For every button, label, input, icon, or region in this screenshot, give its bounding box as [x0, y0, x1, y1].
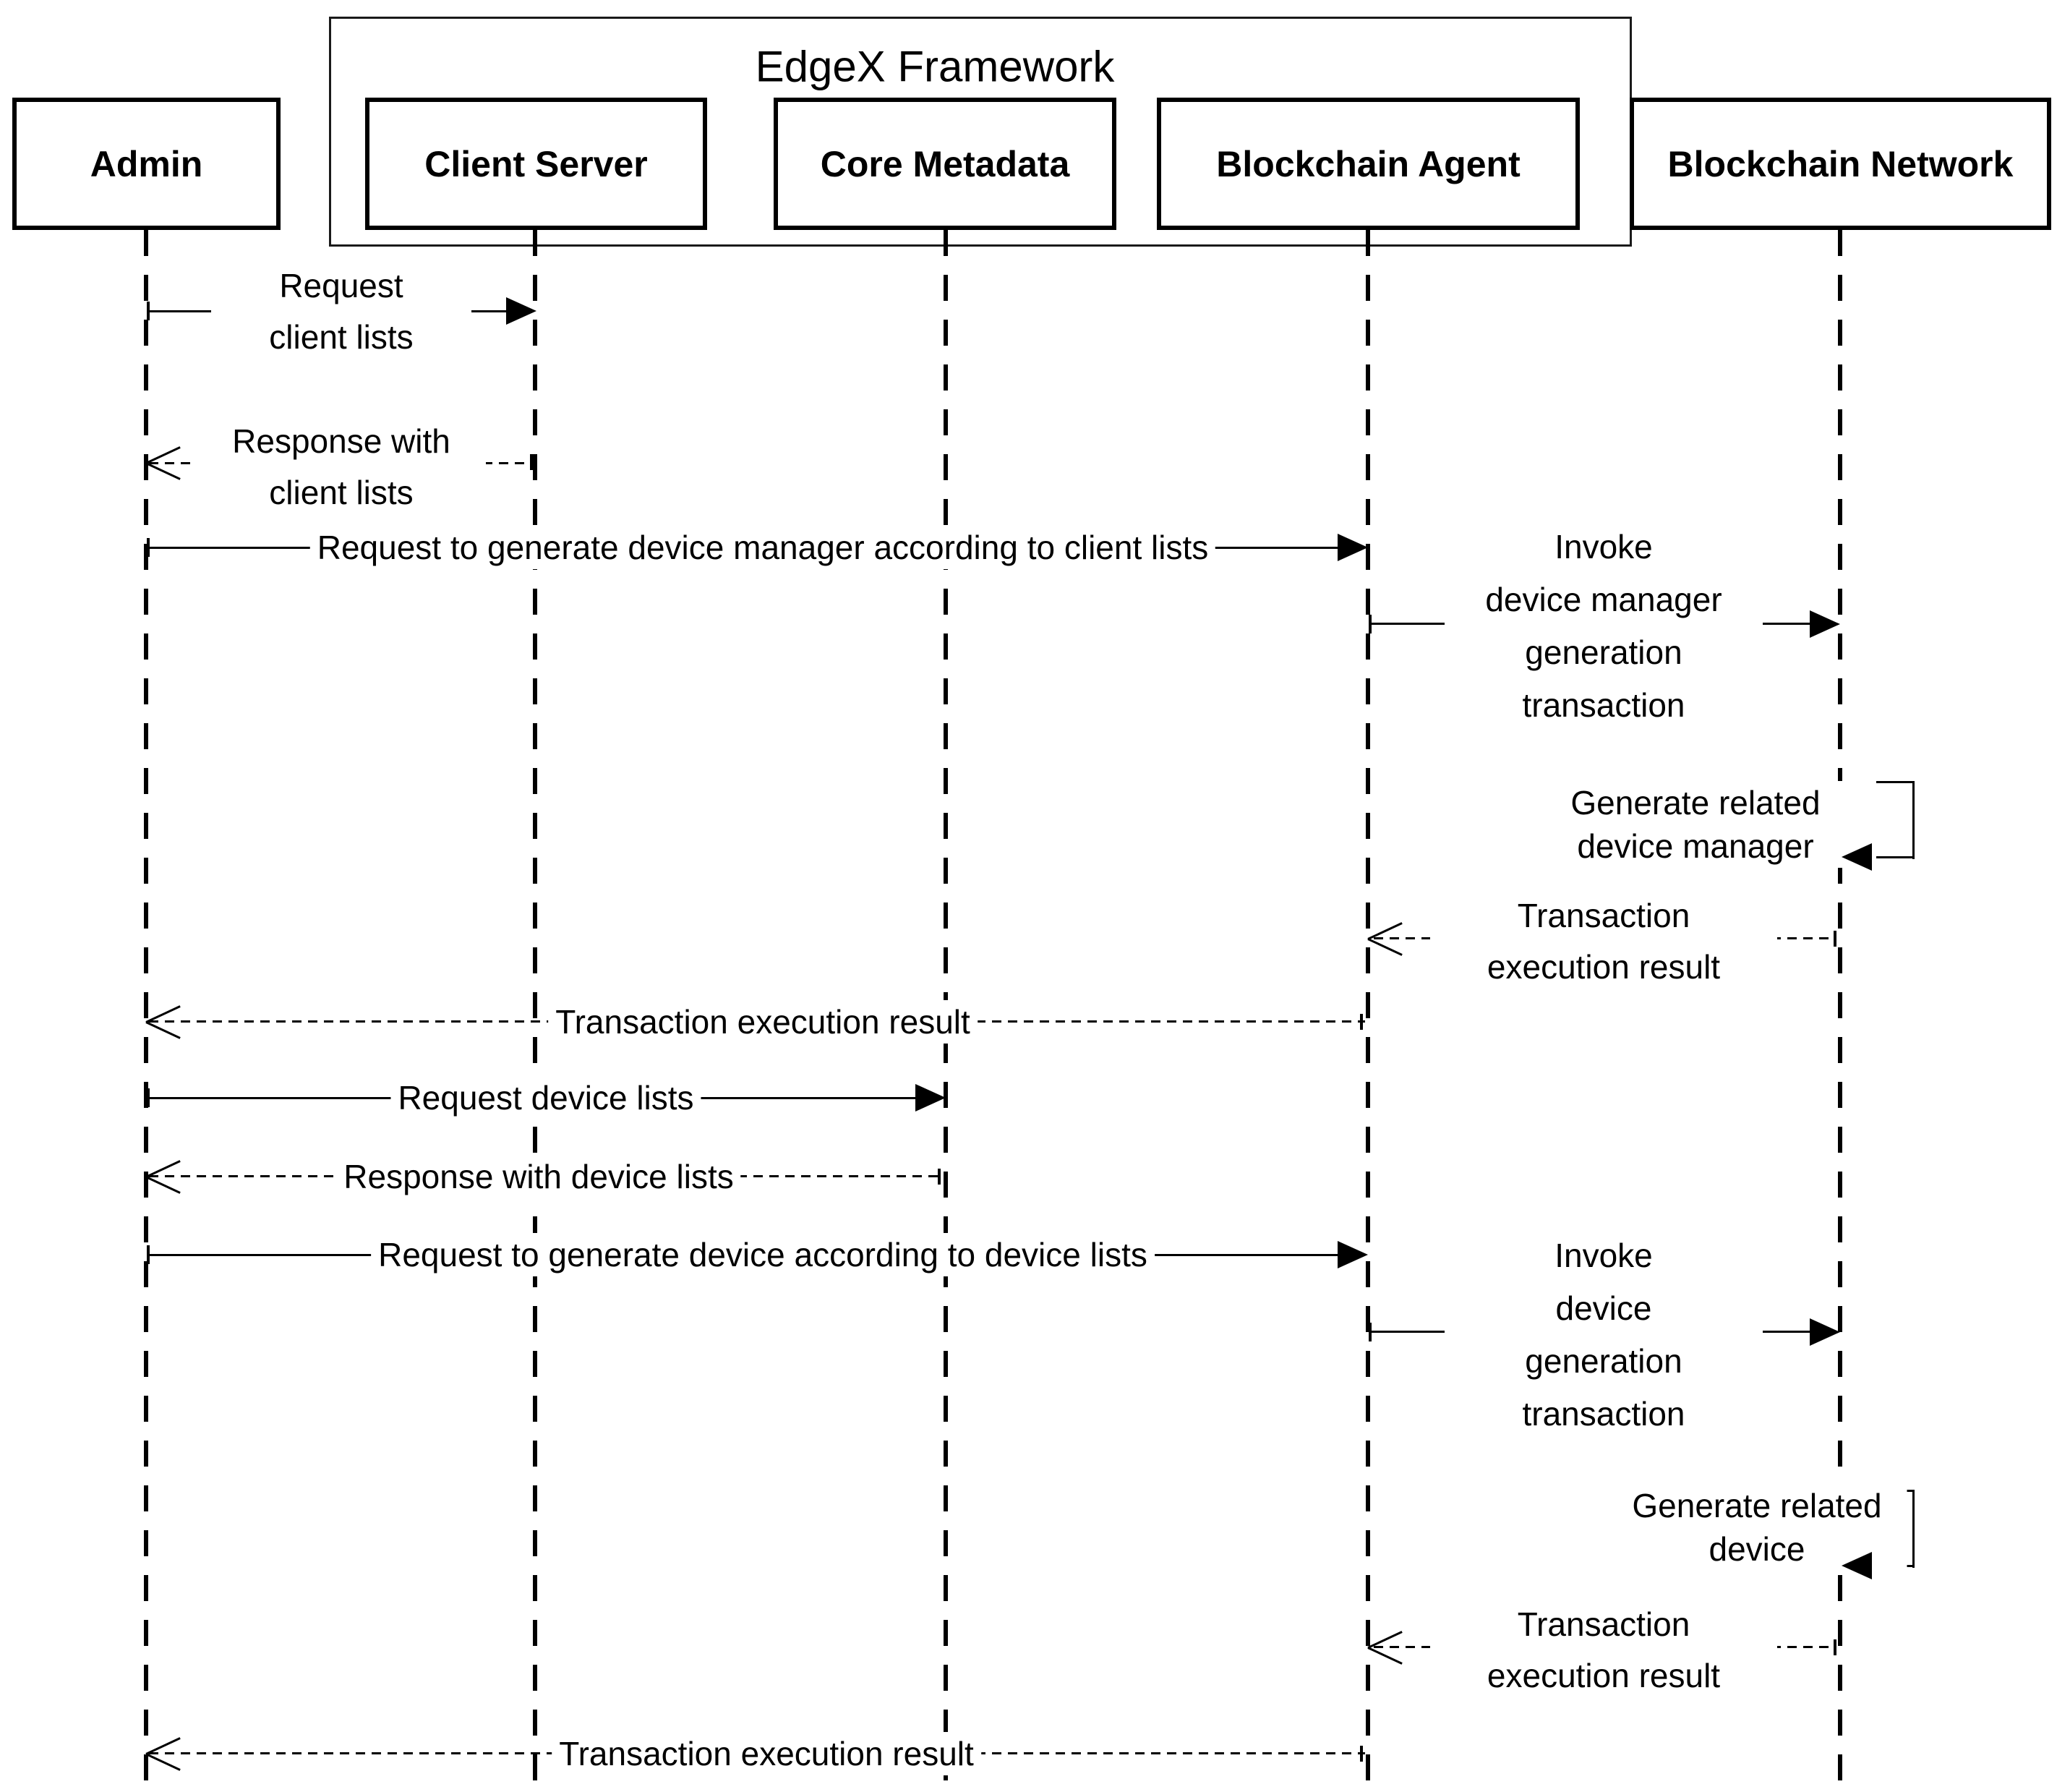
message-label-invoke-device-tx: Invoke device generation transaction [1445, 1229, 1763, 1441]
lifeline-blockchain-agent [1366, 230, 1370, 1792]
message-origin-tick [1360, 1746, 1363, 1762]
message-label-tx-result-network-agent-2: Transaction execution result [1430, 1599, 1777, 1702]
message-origin-tick [147, 1088, 150, 1107]
edgex-framework-title: EdgeX Framework [755, 42, 1115, 91]
lifeline-admin [144, 230, 148, 1792]
filled-arrowhead-icon [1338, 1241, 1368, 1268]
message-label-generate-related-device-manager: Generate related device manager [1515, 781, 1876, 868]
self-message-top-line [1842, 781, 1915, 783]
actor-core-metadata: Core Metadata [774, 98, 1116, 230]
arrowhead-barb [1367, 1646, 1403, 1665]
actor-blockchain-agent-label: Blockchain Agent [1216, 143, 1521, 184]
actor-client-server-label: Client Server [424, 143, 648, 184]
arrowhead-barb [145, 445, 181, 464]
message-origin-tick [1369, 1323, 1372, 1341]
message-label-request-client-lists: Request client lists [211, 260, 471, 363]
filled-arrowhead-icon [915, 1084, 946, 1112]
self-message-right-line [1912, 781, 1915, 859]
arrowhead-barb [145, 461, 181, 480]
actor-admin-label: Admin [90, 143, 203, 184]
message-origin-tick [1834, 1639, 1836, 1655]
actor-blockchain-network: Blockchain Network [1630, 98, 2051, 230]
filled-arrowhead-icon [1842, 843, 1872, 871]
arrowhead-barb [1367, 937, 1403, 956]
filled-arrowhead-icon [1810, 610, 1840, 638]
self-message-right-line [1912, 1490, 1915, 1568]
message-label-request-device-lists: Request device lists [390, 1076, 701, 1119]
self-message-bottom-line [1872, 856, 1915, 858]
actor-admin: Admin [12, 98, 281, 230]
arrowhead-barb [145, 1752, 181, 1771]
lifeline-blockchain-network [1838, 230, 1842, 1792]
message-label-generate-related-device: Generate related device [1607, 1484, 1907, 1571]
actor-core-metadata-label: Core Metadata [820, 143, 1070, 184]
filled-arrowhead-icon [1842, 1552, 1872, 1579]
arrowhead-barb [145, 1020, 181, 1039]
message-origin-tick [1369, 615, 1372, 633]
message-label-invoke-device-manager-tx: Invoke device manager generation transac… [1445, 521, 1763, 732]
arrowhead-barb [145, 1175, 181, 1194]
message-label-response-client-lists: Response with client lists [197, 416, 486, 519]
message-label-tx-result-agent-admin: Transaction execution result [548, 1000, 978, 1044]
message-label-tx-result-network-agent: Transaction execution result [1430, 890, 1777, 993]
message-origin-tick [147, 538, 150, 557]
message-label-generate-device: Request to generate device according to … [371, 1233, 1155, 1276]
filled-arrowhead-icon [1338, 534, 1368, 561]
lifeline-client-server [533, 230, 537, 1792]
message-label-tx-result-agent-admin-2: Transaction execution result [552, 1732, 981, 1775]
message-label-generate-device-manager: Request to generate device manager accor… [309, 526, 1216, 569]
message-origin-tick [147, 1245, 150, 1264]
message-label-response-device-lists: Response with device lists [336, 1155, 741, 1198]
message-origin-tick [938, 1169, 941, 1185]
filled-arrowhead-icon [506, 297, 536, 325]
message-origin-tick [147, 302, 150, 320]
actor-blockchain-agent: Blockchain Agent [1157, 98, 1580, 230]
actor-blockchain-network-label: Blockchain Network [1667, 143, 2014, 184]
message-origin-tick [1834, 931, 1836, 947]
actor-client-server: Client Server [365, 98, 707, 230]
filled-arrowhead-icon [1810, 1318, 1840, 1346]
message-origin-tick [1360, 1014, 1363, 1030]
message-origin-tick [530, 454, 533, 470]
